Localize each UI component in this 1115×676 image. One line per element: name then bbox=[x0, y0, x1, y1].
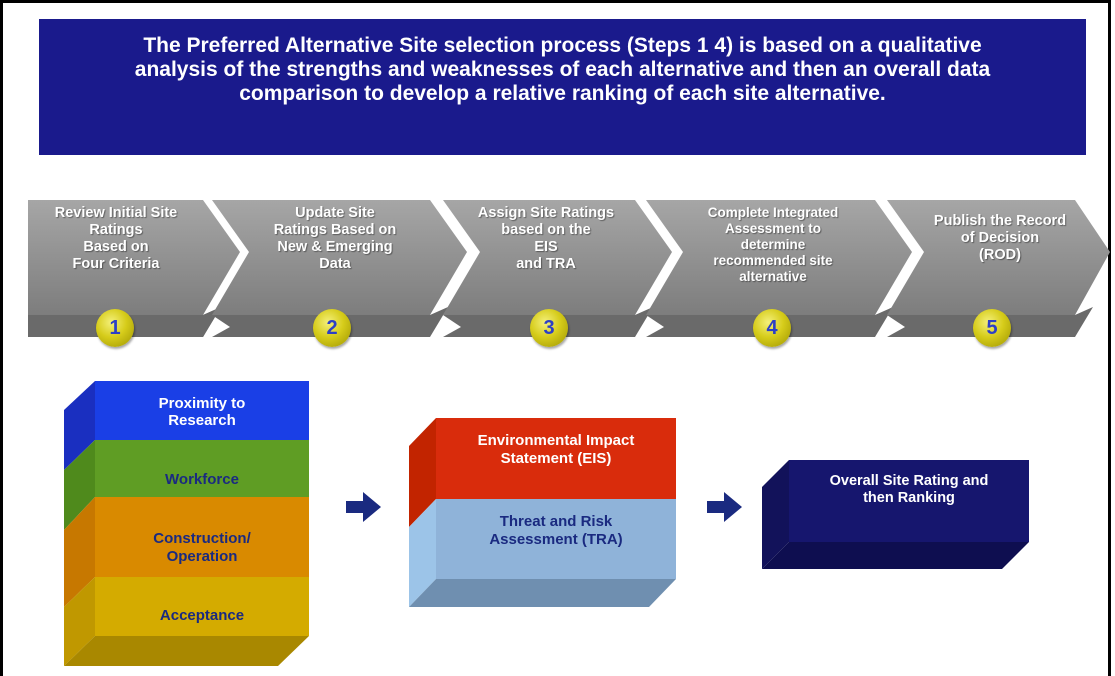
criteria-construction-label: Construction/ Operation bbox=[153, 530, 251, 565]
criteria-acceptance-label: Acceptance bbox=[159, 607, 245, 624]
step-label: Update Site Ratings Based on New & Emerg… bbox=[273, 205, 397, 272]
step-label: Review Initial Site Ratings Based on Fou… bbox=[54, 205, 178, 272]
step-number-badge: 4 bbox=[753, 309, 791, 347]
overall-rating-label: Overall Site Rating and then Ranking bbox=[829, 473, 989, 506]
step-label: Complete Integrated Assessment to determ… bbox=[707, 205, 839, 284]
arrow-right-icon bbox=[346, 492, 381, 522]
summary-text: The Preferred Alternative Site selection… bbox=[134, 34, 991, 105]
step-number-badge: 2 bbox=[313, 309, 351, 347]
tra-label: Threat and Risk Assessment (TRA) bbox=[489, 513, 623, 548]
step-number-badge: 3 bbox=[530, 309, 568, 347]
step-number-badge: 1 bbox=[96, 309, 134, 347]
result-block bbox=[762, 460, 1029, 569]
step-number-badge: 5 bbox=[973, 309, 1011, 347]
criteria-stack bbox=[64, 381, 309, 666]
assessment-stack bbox=[409, 418, 676, 607]
criteria-workforce-label: Workforce bbox=[165, 471, 239, 488]
arrow-right-icon bbox=[707, 492, 742, 522]
step-label: Publish the Record of Decision (ROD) bbox=[933, 213, 1067, 263]
summary-banner: The Preferred Alternative Site selection… bbox=[39, 19, 1086, 155]
eis-label: Environmental Impact Statement (EIS) bbox=[477, 432, 635, 467]
criteria-proximity-label: Proximity to Research bbox=[158, 395, 246, 429]
step-label: Assign Site Ratings based on the EIS and… bbox=[477, 205, 615, 272]
